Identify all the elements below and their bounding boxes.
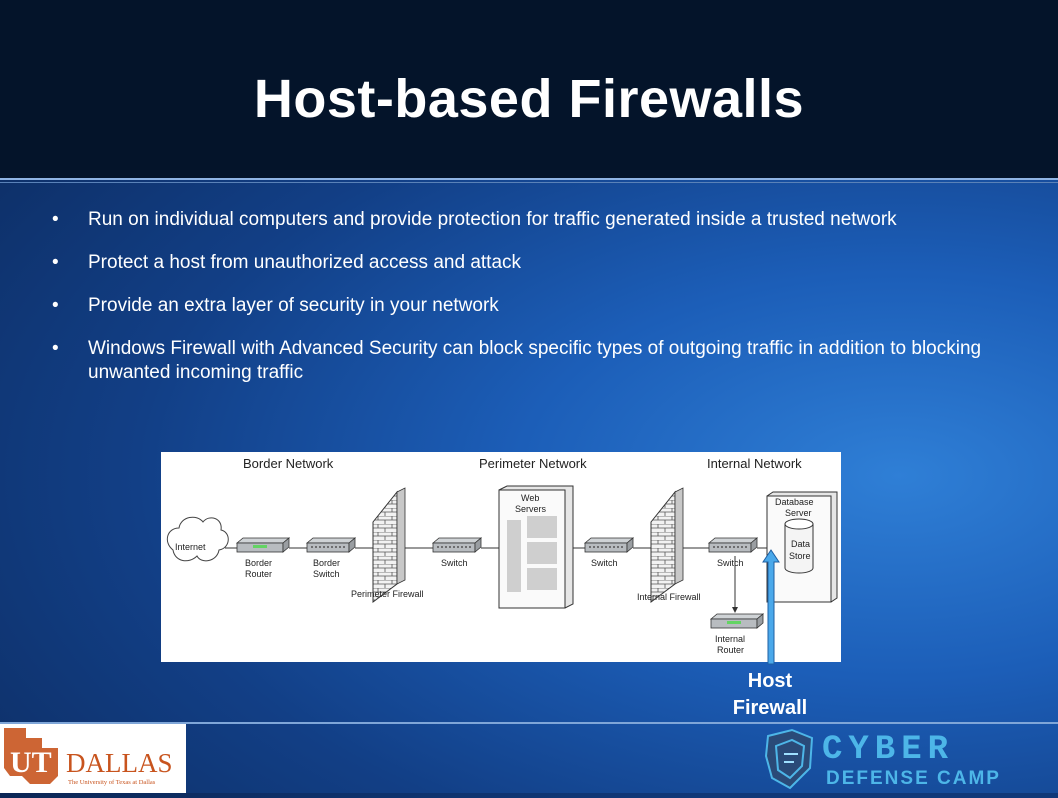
bullet-item: • Provide an extra layer of security in y… <box>48 294 1018 318</box>
switch-label: Switch <box>441 558 468 568</box>
ut-dallas-subtitle: The University of Texas at Dallas <box>68 779 156 786</box>
bullet-icon: • <box>52 338 59 359</box>
bullet-list: • Run on individual computers and provide… <box>48 208 1018 404</box>
internal-router-label: Internal <box>715 634 745 644</box>
callout-line: Host <box>747 670 793 692</box>
zone-label-perimeter: Perimeter Network <box>479 456 587 471</box>
footer-divider <box>0 722 1058 724</box>
data-store-label: Data <box>791 539 810 549</box>
bullet-icon: • <box>52 252 59 273</box>
ut-dallas-wordmark: DALLAS <box>66 748 173 778</box>
zone-label-internal: Internal Network <box>707 456 802 471</box>
bullet-item: • Protect a host from unauthorized access… <box>48 251 1018 275</box>
data-store-label-2: Store <box>789 551 811 561</box>
zone-label-border: Border Network <box>243 456 334 471</box>
web-servers-label: Web <box>521 493 539 503</box>
border-switch-icon <box>305 537 357 553</box>
switch-icon <box>431 537 483 553</box>
internal-firewall-icon <box>650 487 684 603</box>
host-firewall-arrow-icon <box>762 549 780 665</box>
database-server-icon <box>766 491 838 603</box>
ut-mark: UT <box>10 746 52 779</box>
border-switch-label-2: Switch <box>313 569 340 579</box>
perimeter-firewall-label: Perimeter Firewall <box>351 589 424 599</box>
network-diagram: Border Network Perimeter Network Interna… <box>161 452 841 662</box>
ut-dallas-logo: UT DALLAS The University of Texas at Dal… <box>0 724 186 793</box>
switch-icon <box>707 537 759 553</box>
bullet-text: Windows Firewall with Advanced Security … <box>88 338 982 383</box>
border-router-icon <box>235 537 291 553</box>
cyber-defense-camp-logo: CYBER DEFENSE CAMP <box>760 726 1058 793</box>
internal-router-label-2: Router <box>717 645 744 655</box>
bullet-text: Protect a host from unauthorized access … <box>88 252 522 273</box>
callout-line: Firewall <box>732 697 808 719</box>
internal-firewall-label: Internal Firewall <box>637 592 701 602</box>
bullet-item: • Windows Firewall with Advanced Security… <box>48 337 1018 385</box>
switch-icon <box>583 537 635 553</box>
bullet-icon: • <box>52 295 59 316</box>
internet-label: Internet <box>175 542 206 552</box>
switch-label: Switch <box>591 558 618 568</box>
border-switch-label: Border <box>313 558 340 568</box>
title-bar <box>0 0 1058 178</box>
host-firewall-callout: Host Firewall <box>716 668 824 722</box>
database-server-label: Database <box>775 497 814 507</box>
defense-camp-wordmark: DEFENSE CAMP <box>826 768 1001 789</box>
bullet-icon: • <box>52 209 59 230</box>
switch-label: Switch <box>717 558 744 568</box>
header-divider <box>0 178 1058 180</box>
perimeter-firewall-icon <box>372 487 406 603</box>
cyber-wordmark: CYBER <box>822 731 954 769</box>
border-router-label: Border <box>245 558 272 568</box>
database-server-label-2: Server <box>785 508 812 518</box>
bullet-text: Provide an extra layer of security in yo… <box>88 295 499 316</box>
internal-router-icon <box>709 613 765 629</box>
internet-cloud-icon: Internet <box>166 516 229 562</box>
slide-title: Host-based Firewalls <box>253 69 805 129</box>
web-servers-label-2: Servers <box>515 504 547 514</box>
border-router-label-2: Router <box>245 569 272 579</box>
bullet-text: Run on individual computers and provide … <box>88 209 897 230</box>
web-servers-icon <box>498 485 574 609</box>
header-divider-thin <box>0 182 1058 183</box>
bullet-item: • Run on individual computers and provide… <box>48 208 1018 232</box>
